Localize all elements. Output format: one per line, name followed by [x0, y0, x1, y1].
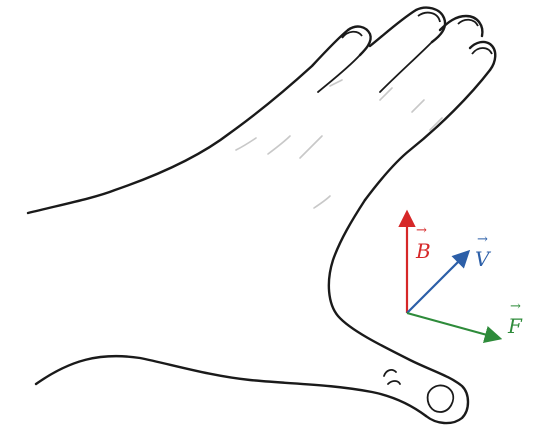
- index-underside: [318, 55, 360, 92]
- knuckle-crease-3: [300, 136, 322, 158]
- vector-v-label: V: [475, 247, 492, 271]
- ring-finger-top: [440, 16, 482, 36]
- middle-finger-underside: [380, 42, 432, 92]
- vector-f-overarrow: →: [510, 299, 521, 314]
- knuckle-crease-4: [314, 196, 330, 208]
- thumb-knuckle-2: [388, 381, 400, 384]
- ring-nail: [458, 20, 478, 26]
- vector-b-overarrow: →: [416, 223, 427, 238]
- vector-f-label: F: [507, 314, 523, 338]
- vector-f-label-group: → F: [507, 299, 523, 338]
- thumb-knuckle: [384, 370, 396, 376]
- thumb-nail: [428, 385, 454, 412]
- index-fingertip: [348, 27, 371, 55]
- little-finger-top: [470, 42, 495, 70]
- little-nail: [472, 48, 492, 54]
- vector-b-label-group: → B: [415, 223, 431, 263]
- knuckle-crease-1: [236, 138, 256, 150]
- hand-top-edge: [28, 30, 348, 213]
- vector-b-label: B: [415, 239, 431, 263]
- vector-group: → B → V → F: [407, 214, 523, 338]
- hand-bottom-edge: [36, 356, 426, 416]
- vector-v-label-group: → V: [475, 232, 492, 271]
- finger-crease-3: [412, 100, 424, 112]
- middle-nail: [418, 13, 440, 22]
- knuckle-crease-2: [268, 136, 290, 154]
- hand-drawing: [28, 8, 495, 423]
- vector-v-overarrow: →: [477, 232, 488, 247]
- vector-f-arrow: [407, 313, 498, 338]
